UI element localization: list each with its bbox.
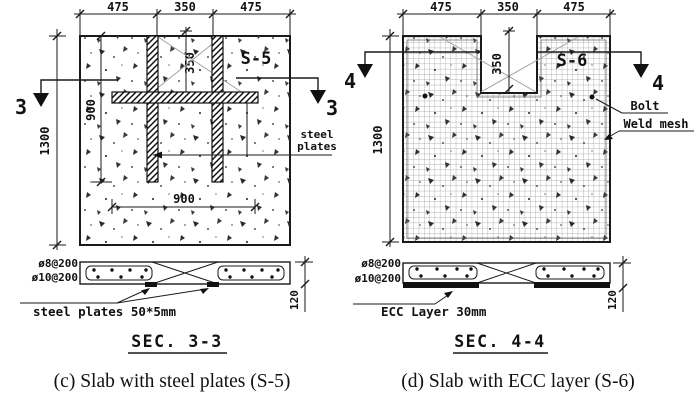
dim-height-d: 1300	[371, 126, 385, 155]
notch-diagonal	[439, 36, 537, 93]
section-title-c: SEC. 3-3	[131, 332, 222, 351]
notch-diagonal	[149, 36, 222, 95]
section-slab-s6	[402, 262, 611, 284]
section-note-c: steel plates 50*5mm	[33, 304, 176, 319]
note-bolt: Bolt	[631, 99, 660, 113]
panel-d-section: ø8@200 ø10@200 120 ECC Layer 30mm SEC. 4…	[353, 256, 635, 392]
rebar-top-label-c: ø8@200	[38, 257, 78, 270]
panel-c-plan: 475 350 475 1300 900 350 3	[15, 0, 338, 250]
section-slab-s5	[79, 261, 291, 285]
ecc-layer-left	[403, 282, 479, 288]
bolt-dot	[589, 94, 595, 100]
dim-top-left-c: 475	[107, 0, 129, 14]
dim-notch-depth-c: 350	[183, 52, 197, 74]
panel-d-plan: 475 350 475 1300 350 4 4 Bolt Weld mesh	[344, 0, 694, 247]
panel-c-section: ø8@200 ø10@200 120 steel plates 50*5mm S…	[20, 256, 313, 392]
notch-diagonal	[157, 36, 247, 96]
concrete-texture-s6	[403, 36, 610, 242]
section-arrow-3-left	[33, 93, 49, 107]
rebar-bottom-label-c: ø10@200	[32, 271, 78, 284]
dim-plate-horizontal-c: 900	[173, 192, 195, 206]
steel-plate-vertical-left	[146, 35, 159, 183]
section-arrow-4-right	[633, 64, 649, 78]
dim-top-mid-d: 350	[497, 0, 519, 14]
note-steel-plates-line2: plates	[297, 140, 337, 153]
steel-plate-vertical-right	[211, 35, 224, 183]
section-arrow-3-right	[310, 90, 326, 104]
dim-thickness-c: 120	[288, 290, 301, 310]
cut-label-4-left: 4	[344, 69, 356, 93]
dim-height-c: 1300	[38, 127, 52, 156]
cut-label-4-right: 4	[652, 71, 664, 95]
rebar-bottom-label-d: ø10@200	[355, 272, 401, 285]
dim-top-right-d: 475	[563, 0, 585, 14]
note-weld-mesh: Weld mesh	[623, 117, 688, 131]
dim-thickness-d: 120	[606, 290, 619, 310]
slab-label-s6: S-6	[557, 51, 588, 71]
bolt-dot	[422, 93, 428, 99]
dim-notch-depth-d: 350	[490, 53, 504, 75]
cut-label-3-left: 3	[15, 95, 27, 119]
section-arrow-4-left	[357, 64, 373, 78]
caption-c: (c) Slab with steel plates (S-5)	[54, 371, 291, 392]
rebar-dots	[92, 268, 280, 279]
slab-inner-line-s6	[406, 39, 607, 239]
rebar-cage-left	[85, 265, 153, 281]
ecc-layer-right	[534, 282, 610, 288]
rebar-cage-right	[535, 265, 605, 280]
rebar-dots	[415, 267, 600, 278]
caption-d: (d) Slab with ECC layer (S-6)	[401, 371, 634, 392]
cut-label-3-right: 3	[326, 96, 338, 120]
slab-label-s5: S-5	[241, 49, 272, 69]
rebar-cage-right	[217, 265, 285, 281]
section-title-d: SEC. 4-4	[454, 332, 545, 351]
dim-top-left-d: 475	[430, 0, 452, 14]
dim-top-right-c: 475	[240, 0, 262, 14]
steel-plate-mark-right	[207, 282, 219, 287]
section-note-d: ECC Layer 30mm	[381, 304, 487, 319]
steel-plate-mark-left	[145, 282, 157, 287]
dim-plate-vertical-c: 900	[84, 99, 98, 121]
dim-top-mid-c: 350	[174, 0, 196, 14]
steel-plate-horizontal	[111, 91, 259, 104]
notch-diagonal	[480, 36, 579, 93]
note-steel-plates-line1: steel	[300, 128, 333, 141]
rebar-top-label-d: ø8@200	[361, 257, 401, 270]
rebar-cage-left	[408, 265, 478, 280]
